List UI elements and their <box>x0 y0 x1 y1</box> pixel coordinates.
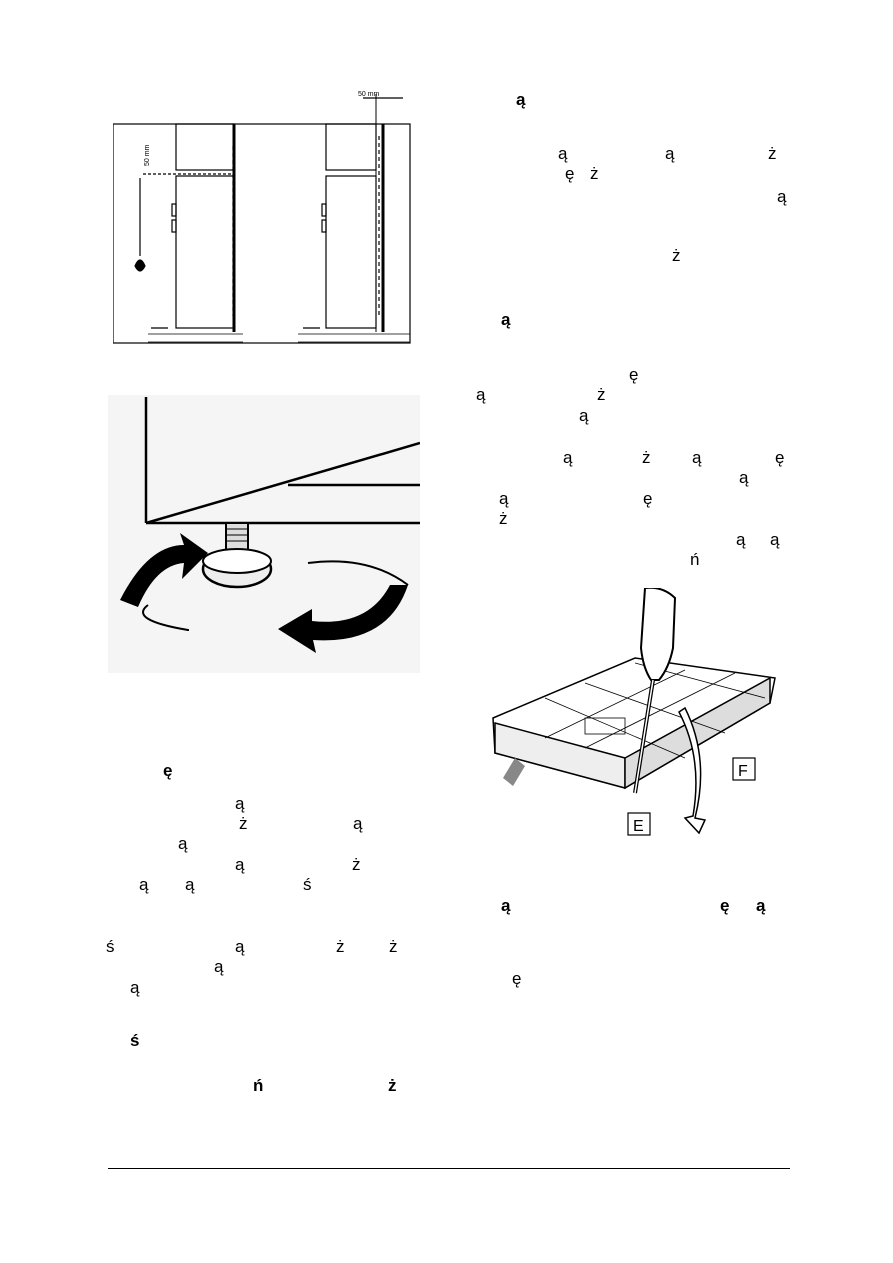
filter-label-f: F <box>738 763 748 780</box>
text-glyph: ą <box>139 875 149 894</box>
text-glyph: ę <box>643 489 653 508</box>
foot-adjust-diagram <box>108 395 420 673</box>
text-glyph: ą <box>130 978 140 997</box>
text-glyph: ą <box>770 530 780 549</box>
text-glyph: ą <box>235 937 245 956</box>
text-glyph: ą <box>739 468 749 487</box>
text-glyph: ż <box>239 814 248 833</box>
text-glyph: ą <box>214 957 224 976</box>
text-glyph: ż <box>597 385 606 404</box>
text-glyph: ą <box>579 406 589 425</box>
text-glyph: ę <box>775 448 785 467</box>
heading-glyph: ń <box>253 1076 264 1095</box>
text-glyph: ż <box>336 937 345 956</box>
text-glyph: ą <box>235 855 245 874</box>
text-glyph: ą <box>777 187 787 206</box>
text-glyph: ą <box>558 144 568 163</box>
text-glyph: ń <box>690 550 700 569</box>
text-glyph: ą <box>665 144 675 163</box>
rotate-right-arrow-icon <box>278 585 408 653</box>
text-glyph: ż <box>642 448 651 467</box>
heading-glyph: ś <box>130 1031 140 1050</box>
text-glyph: ę <box>512 969 522 988</box>
text-glyph: ą <box>476 385 486 404</box>
text-glyph: ż <box>768 144 777 163</box>
heading-glyph: ę <box>720 896 730 915</box>
text-glyph: ą <box>736 530 746 549</box>
text-glyph: ś <box>106 937 115 956</box>
dimension-label-top: 50 mm <box>358 91 380 98</box>
footer-rule <box>108 1168 790 1169</box>
text-glyph: ą <box>185 875 195 894</box>
text-glyph: ż <box>672 246 681 265</box>
dimension-label-side: 50 mm <box>144 144 151 166</box>
screwdriver-icon <box>633 588 677 794</box>
heading-glyph: ż <box>388 1076 397 1095</box>
heading-glyph: ę <box>163 761 173 780</box>
rotate-left-arrow-icon <box>120 533 208 607</box>
heading-glyph: ą <box>501 896 511 915</box>
text-glyph: ż <box>352 855 361 874</box>
heading-glyph: ą <box>756 896 766 915</box>
text-glyph: ś <box>303 875 312 894</box>
text-glyph: ę <box>629 365 639 384</box>
text-glyph: ż <box>389 937 398 956</box>
text-glyph: ż <box>499 509 508 528</box>
adjustable-foot-icon <box>201 522 273 589</box>
installation-diagram: 50 mm 50 mm <box>113 91 411 344</box>
heading-glyph: ą <box>501 310 511 329</box>
text-glyph: ż <box>590 164 599 183</box>
filter-label-e: E <box>633 818 644 835</box>
text-glyph: ą <box>692 448 702 467</box>
text-glyph: ą <box>235 794 245 813</box>
text-glyph: ą <box>178 834 188 853</box>
heading-glyph: ą <box>516 90 526 109</box>
text-glyph: ą <box>353 814 363 833</box>
text-glyph: ą <box>563 448 573 467</box>
text-glyph: ą <box>499 489 509 508</box>
text-glyph: ę <box>565 164 575 183</box>
filter-box-diagram: F E <box>492 588 776 836</box>
